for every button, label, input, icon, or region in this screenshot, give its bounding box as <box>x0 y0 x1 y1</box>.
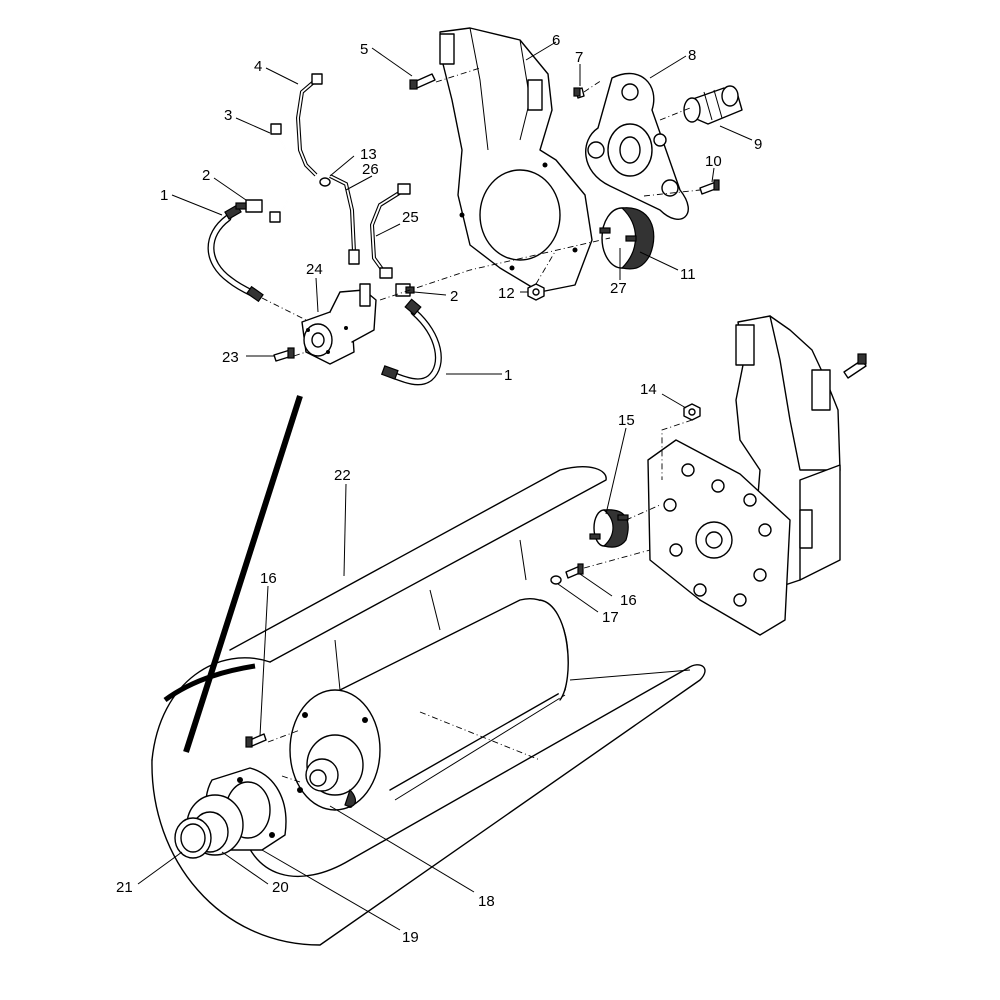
assembly-axes <box>261 67 701 783</box>
callout-11: 11 <box>680 266 696 283</box>
screw-16-left[interactable] <box>245 733 267 748</box>
isolator-15[interactable] <box>589 509 629 548</box>
callout-labels: 1 1 2 2 3 4 5 6 7 8 9 10 11 12 13 14 15 … <box>116 32 762 946</box>
bolt-5[interactable] <box>409 73 436 90</box>
callout-22: 22 <box>334 467 351 484</box>
callout-26: 26 <box>362 161 379 178</box>
line-3[interactable] <box>269 123 293 223</box>
snap-ring-21[interactable] <box>174 817 212 859</box>
motor-plate-8[interactable] <box>585 72 689 220</box>
bearing-flange-18[interactable] <box>289 689 381 811</box>
bolt-side-bracket[interactable] <box>843 353 867 379</box>
screw-7[interactable] <box>573 87 585 99</box>
callout-17: 17 <box>602 609 619 626</box>
callout-24: 24 <box>306 261 323 278</box>
callout-2-lower: 2 <box>450 288 458 305</box>
callout-15: 15 <box>618 412 635 429</box>
nut-14[interactable] <box>683 403 701 421</box>
isolator-11[interactable] <box>599 207 655 270</box>
callout-18: 18 <box>478 893 495 910</box>
leader-lines <box>137 41 753 931</box>
screw-10[interactable] <box>699 179 720 195</box>
bolt-23[interactable] <box>273 347 295 362</box>
callout-13: 13 <box>360 146 377 163</box>
line-26[interactable] <box>329 174 360 265</box>
coupling-9[interactable] <box>683 85 743 125</box>
line-25[interactable] <box>369 183 411 279</box>
washer-17[interactable] <box>550 575 562 585</box>
pointer-bar <box>183 395 303 753</box>
callout-19: 19 <box>402 929 419 946</box>
callout-16-left: 16 <box>260 570 277 587</box>
callout-9: 9 <box>754 136 762 153</box>
callout-1-upper: 1 <box>160 187 168 204</box>
callout-16-right: 16 <box>620 592 637 609</box>
callout-27: 27 <box>610 280 627 297</box>
callout-14: 14 <box>640 381 657 398</box>
hose-1-right[interactable] <box>380 298 442 386</box>
callout-5: 5 <box>360 41 368 58</box>
drum-end-plate[interactable] <box>647 439 791 636</box>
callout-20: 20 <box>272 879 289 896</box>
line-4[interactable] <box>295 73 323 177</box>
callout-6: 6 <box>552 32 560 49</box>
callout-4: 4 <box>254 58 262 75</box>
o-ring-13[interactable] <box>319 177 331 187</box>
roller-core[interactable] <box>339 598 569 791</box>
callout-25: 25 <box>402 209 419 226</box>
callout-23: 23 <box>222 349 239 366</box>
callout-2-upper: 2 <box>202 167 210 184</box>
callout-8: 8 <box>688 47 696 64</box>
callout-3: 3 <box>224 107 232 124</box>
screw-16-right[interactable] <box>565 563 584 579</box>
callout-12: 12 <box>498 285 515 302</box>
callout-7: 7 <box>575 49 583 66</box>
callout-21: 21 <box>116 879 133 896</box>
side-bracket[interactable] <box>735 315 841 591</box>
drum-shell-22[interactable] <box>151 466 706 946</box>
hydraulic-motor-24[interactable] <box>301 283 377 365</box>
drum-wrap-line <box>163 663 256 703</box>
fitting-2-upper[interactable] <box>235 199 263 213</box>
callout-1-lower: 1 <box>504 367 512 384</box>
hose-1-left[interactable] <box>207 204 264 303</box>
mounting-bracket-6[interactable] <box>439 27 593 293</box>
nut-12[interactable] <box>527 283 545 301</box>
fitting-2-lower[interactable] <box>395 283 415 297</box>
callout-10: 10 <box>705 153 722 170</box>
